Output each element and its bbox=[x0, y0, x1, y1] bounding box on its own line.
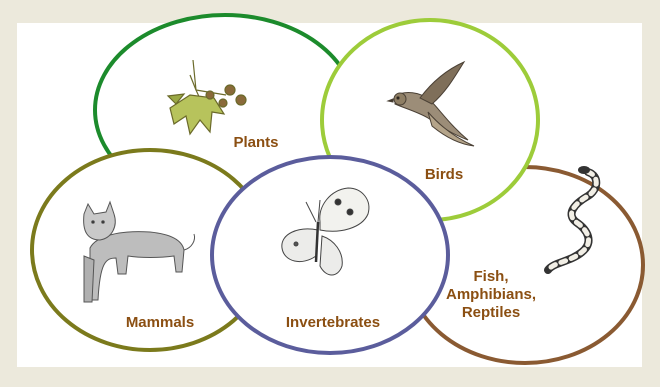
label-plants: Plants bbox=[221, 134, 291, 151]
label-mammals: Mammals bbox=[105, 314, 215, 331]
label-invertebrates: Invertebrates bbox=[263, 314, 403, 331]
label-birds: Birds bbox=[414, 166, 474, 183]
label-fish-amphibians-reptiles: Fish, Amphibians, Reptiles bbox=[436, 268, 546, 322]
